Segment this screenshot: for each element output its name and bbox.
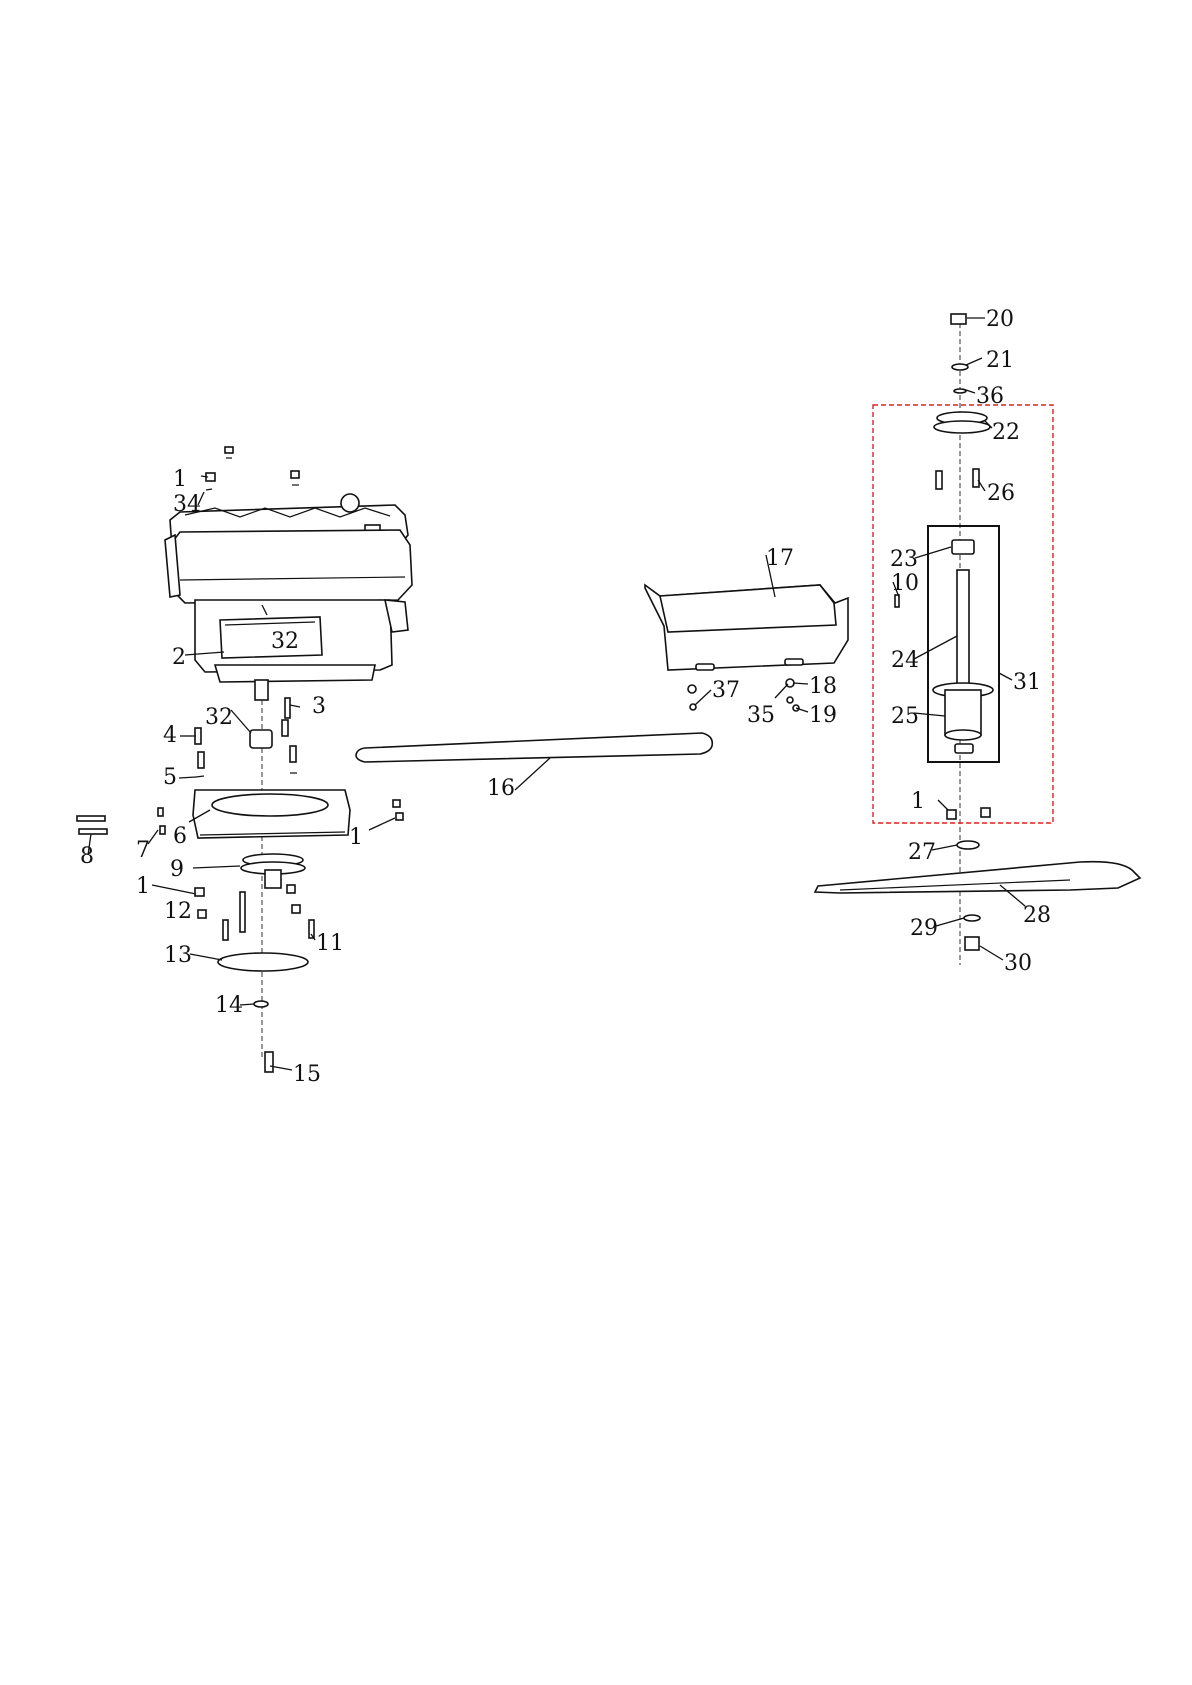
label-29: 29 xyxy=(910,916,938,941)
label-10: 10 xyxy=(891,571,919,596)
label-18: 18 xyxy=(809,674,837,699)
label-37: 37 xyxy=(712,678,740,703)
label-4: 4 xyxy=(163,723,177,748)
label-6: 6 xyxy=(173,824,187,849)
label-17: 17 xyxy=(766,546,794,571)
label-5: 5 xyxy=(163,765,177,790)
label-31: 31 xyxy=(1013,670,1041,695)
label-11: 11 xyxy=(316,931,344,956)
label-16: 16 xyxy=(487,776,515,801)
spindle-assembly xyxy=(815,314,1140,965)
label-7: 7 xyxy=(136,838,150,863)
label-36: 36 xyxy=(976,384,1004,409)
label-1-top: 1 xyxy=(173,467,187,492)
label-1-lower: 1 xyxy=(136,874,150,899)
label-27: 27 xyxy=(908,840,936,865)
label-1-spindle: 1 xyxy=(911,789,925,814)
label-28: 28 xyxy=(1023,903,1051,928)
label-25: 25 xyxy=(891,704,919,729)
label-35: 35 xyxy=(747,703,775,728)
label-13: 13 xyxy=(164,943,192,968)
label-32-engine: 32 xyxy=(271,629,299,654)
label-22: 22 xyxy=(992,420,1020,445)
part-number-labels: 20 21 36 22 26 23 10 24 31 25 1 27 28 29… xyxy=(80,307,1051,1087)
label-15: 15 xyxy=(293,1062,321,1087)
label-26: 26 xyxy=(987,481,1015,506)
label-12: 12 xyxy=(164,899,192,924)
label-32-spacer: 32 xyxy=(205,705,233,730)
label-20: 20 xyxy=(986,307,1014,332)
label-1-right: 1 xyxy=(349,825,363,850)
drive-belt xyxy=(356,733,712,762)
label-24: 24 xyxy=(891,648,919,673)
label-21: 21 xyxy=(986,348,1014,373)
label-34: 34 xyxy=(173,492,201,517)
label-30: 30 xyxy=(1004,951,1032,976)
label-23: 23 xyxy=(890,547,918,572)
label-14: 14 xyxy=(215,993,243,1018)
label-9: 9 xyxy=(170,857,184,882)
label-3: 3 xyxy=(312,694,326,719)
label-19: 19 xyxy=(809,703,837,728)
label-8: 8 xyxy=(80,844,94,869)
label-2: 2 xyxy=(172,645,186,670)
